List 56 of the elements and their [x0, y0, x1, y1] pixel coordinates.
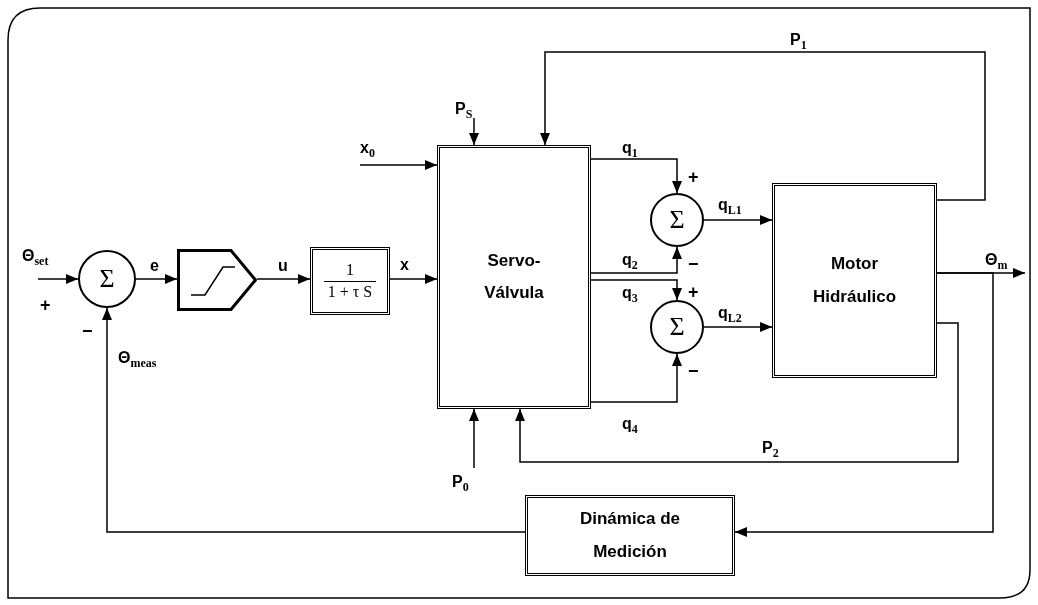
arrow — [256, 274, 311, 284]
arrow — [590, 279, 682, 301]
sigma-symbol: Σ — [99, 266, 115, 292]
sigma-symbol: Σ — [669, 207, 685, 233]
arrow — [102, 307, 526, 533]
edge-label: P$_{2}$ — [762, 440, 779, 460]
edge-label: x$_{0}$ — [360, 140, 375, 160]
edge-label: Θ$_{set}$ — [22, 248, 49, 268]
arrow — [389, 274, 438, 284]
arrow — [37, 274, 79, 284]
transfer-function-box — [310, 247, 390, 315]
edge-label: q$_{2}$ — [622, 252, 638, 272]
fraction-denominator: 1 + τ S — [323, 280, 377, 303]
edge-label: q$_{4}$ — [622, 416, 638, 436]
edge-label: x — [400, 257, 409, 273]
edge-label: q$_{L2}$ — [718, 305, 742, 325]
edge-label: Θ$_{meas}$ — [118, 350, 157, 370]
fraction-numerator: 1 — [345, 259, 355, 280]
edge-label: P$_{S}$ — [455, 101, 473, 121]
sigma-symbol: Σ — [669, 314, 685, 340]
edge-label: Θ$_{m}$ — [985, 252, 1008, 272]
sign-label: + — [40, 296, 51, 314]
arrow — [515, 322, 959, 463]
sign-label: + — [688, 168, 699, 186]
block-label: Servo- Válvula — [483, 249, 545, 304]
sign-label: − — [688, 362, 699, 380]
process-box — [525, 495, 735, 576]
summing-junction — [650, 300, 704, 354]
edge-label: e — [150, 258, 159, 274]
edge-label: q$_{3}$ — [622, 285, 638, 305]
edge-label: q$_{1}$ — [622, 140, 638, 160]
process-box — [772, 183, 937, 378]
edge-label: q$_{L1}$ — [718, 197, 742, 217]
arrow — [359, 160, 438, 170]
arrow — [703, 215, 773, 225]
arrow — [734, 272, 994, 537]
sign-label: − — [82, 322, 93, 340]
arrow — [469, 117, 479, 146]
edge-label: u — [278, 258, 288, 274]
saturation-block — [177, 249, 257, 311]
arrow — [540, 51, 986, 201]
block-label: Dinámica de Medición — [578, 508, 682, 563]
arrow — [590, 246, 682, 274]
process-box — [437, 145, 591, 409]
block-label: Motor Hidráulico — [811, 253, 898, 308]
arrow — [135, 274, 178, 284]
summing-junction — [650, 193, 704, 247]
arrow — [590, 353, 682, 403]
edge-label: P$_{0}$ — [452, 474, 469, 494]
arrow — [469, 408, 479, 469]
arrow — [590, 158, 682, 194]
sign-label: + — [688, 283, 699, 301]
summing-junction — [78, 250, 136, 308]
arrow — [703, 322, 773, 332]
sign-label: − — [688, 255, 699, 273]
edge-label: P$_{1}$ — [790, 32, 807, 52]
